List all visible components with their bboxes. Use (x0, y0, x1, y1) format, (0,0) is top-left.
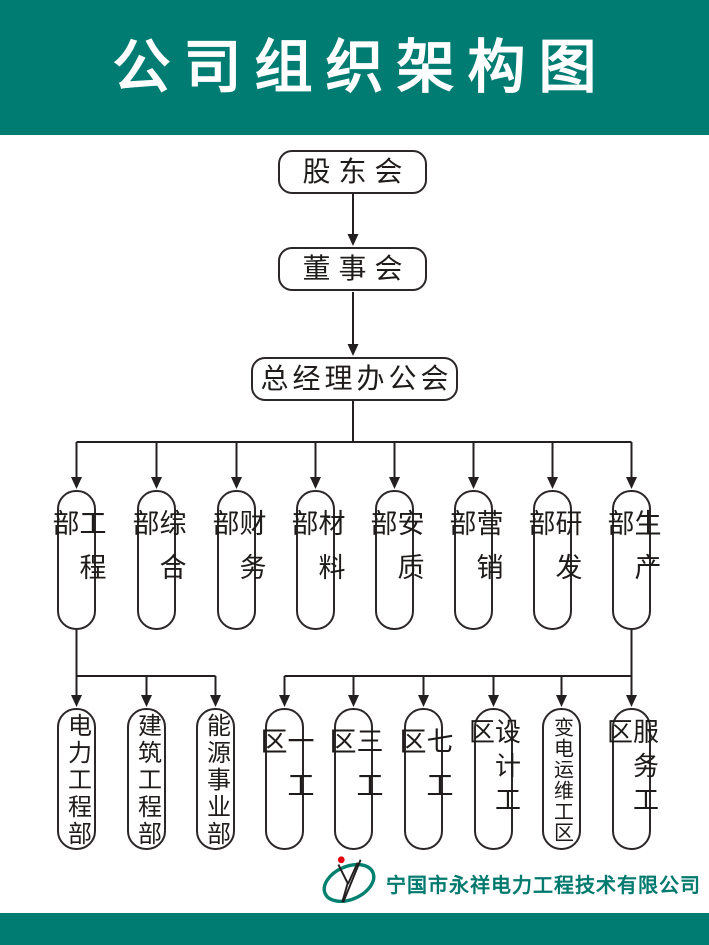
org-node-dept-rnd: 研发部 (525, 490, 582, 630)
org-node-dept-engineering: 工程部 (49, 490, 106, 630)
org-node-substation-om-area: 变电运维工区 (542, 708, 581, 850)
org-node-design-work-area: 设计工区 (466, 708, 522, 850)
org-node-dept-materials: 材料部 (288, 490, 345, 630)
org-node-energy-division: 能源事业部 (196, 708, 235, 850)
footer: 宁国市永祥电力工程技术有限公司 (320, 854, 701, 912)
org-node-dept-safety: 安质部 (367, 490, 424, 630)
bottom-bar (0, 913, 709, 945)
org-node-electric-power-eng: 电力工程部 (57, 708, 96, 850)
yongxiang-company-logo-icon (320, 852, 378, 915)
org-node-gm-office: 总经理办公会 (251, 357, 458, 401)
page-title: 公司组织架构图 (112, 34, 610, 100)
org-node-shareholders: 股东会 (278, 150, 427, 194)
org-node-dept-marketing: 营销部 (446, 490, 503, 630)
header-banner: 公司组织架构图 (0, 0, 709, 135)
org-node-board: 董事会 (278, 247, 427, 291)
org-node-construction-eng: 建筑工程部 (127, 708, 166, 850)
org-node-work-area-3: 三工区 (326, 708, 383, 850)
company-name: 宁国市永祥电力工程技术有限公司 (386, 874, 701, 897)
org-node-work-area-7: 七工区 (396, 708, 453, 850)
org-node-dept-general: 综合部 (129, 490, 186, 630)
org-node-work-area-1: 一工区 (257, 708, 314, 850)
org-node-dept-production: 生产部 (604, 490, 661, 630)
org-node-dept-finance: 财务部 (209, 490, 266, 630)
org-node-service-work-area: 服务工区 (604, 708, 660, 850)
